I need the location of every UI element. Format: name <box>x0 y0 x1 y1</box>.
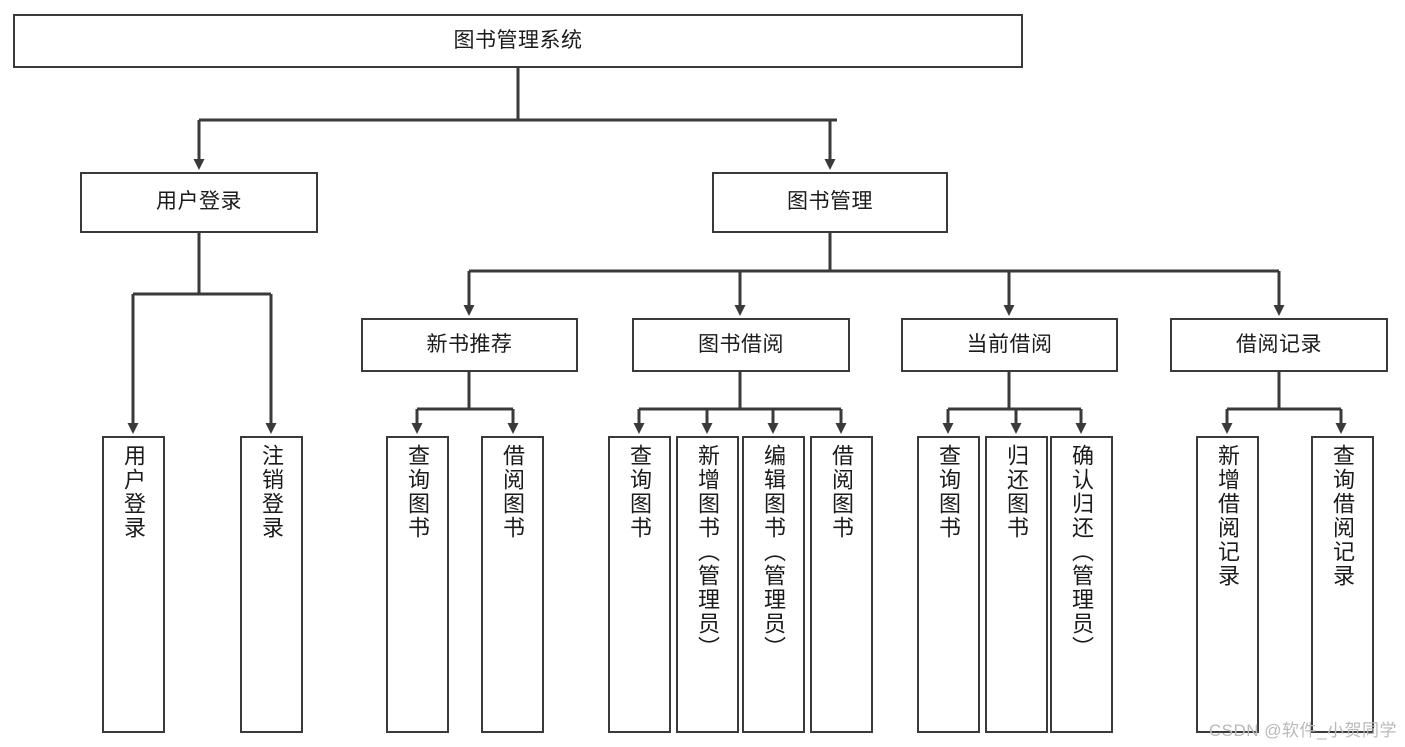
leaf-edit-book-admin-label: 编辑图书（管理员） <box>761 444 787 660</box>
leaf-return-book[interactable]: 归还图书 <box>985 436 1048 733</box>
node-book-borrow[interactable]: 图书借阅 <box>632 318 850 372</box>
leaf-user-login-label: 用户登录 <box>121 444 147 540</box>
node-borrow-record[interactable]: 借阅记录 <box>1170 318 1388 372</box>
leaf-borrow-book-newbook[interactable]: 借阅图书 <box>481 436 544 733</box>
leaf-add-borrow-record[interactable]: 新增借阅记录 <box>1196 436 1259 733</box>
node-new-book-recommend-label: 新书推荐 <box>426 332 513 356</box>
leaf-query-book-current-label: 查询图书 <box>936 444 962 540</box>
leaf-query-book-current[interactable]: 查询图书 <box>917 436 980 733</box>
node-book-management[interactable]: 图书管理 <box>712 172 948 233</box>
watermark: CSDN @软件_小贺同学 <box>1208 721 1397 740</box>
leaf-query-borrow-record[interactable]: 查询借阅记录 <box>1311 436 1374 733</box>
node-user-login-label: 用户登录 <box>156 190 242 214</box>
leaf-borrow-book-newbook-label: 借阅图书 <box>500 444 526 540</box>
node-book-borrow-label: 图书借阅 <box>698 332 784 356</box>
node-borrow-record-label: 借阅记录 <box>1236 332 1322 356</box>
leaf-add-book-admin-label: 新增图书（管理员） <box>695 444 721 660</box>
node-user-login[interactable]: 用户登录 <box>80 172 318 233</box>
node-book-management-label: 图书管理 <box>787 190 873 214</box>
leaf-query-book-borrow-label: 查询图书 <box>627 444 653 540</box>
leaf-return-book-label: 归还图书 <box>1004 444 1030 540</box>
node-current-borrow[interactable]: 当前借阅 <box>901 318 1118 372</box>
node-new-book-recommend[interactable]: 新书推荐 <box>361 318 578 372</box>
leaf-confirm-return-admin-label: 确认归还（管理员） <box>1069 444 1095 660</box>
leaf-add-book-admin[interactable]: 新增图书（管理员） <box>676 436 739 733</box>
node-current-borrow-label: 当前借阅 <box>966 332 1053 356</box>
leaf-user-login[interactable]: 用户登录 <box>102 436 165 733</box>
leaf-logout-label: 注销登录 <box>259 444 285 540</box>
node-root[interactable]: 图书管理系统 <box>13 14 1023 68</box>
leaf-logout[interactable]: 注销登录 <box>240 436 303 733</box>
leaf-edit-book-admin[interactable]: 编辑图书（管理员） <box>742 436 805 733</box>
leaf-borrow-book[interactable]: 借阅图书 <box>810 436 873 733</box>
leaf-query-borrow-record-label: 查询借阅记录 <box>1330 444 1356 588</box>
node-root-label: 图书管理系统 <box>453 28 583 52</box>
leaf-query-book-borrow[interactable]: 查询图书 <box>608 436 671 733</box>
leaf-confirm-return-admin[interactable]: 确认归还（管理员） <box>1050 436 1113 733</box>
leaf-query-book-newbook-label: 查询图书 <box>405 444 431 540</box>
leaf-query-book-newbook[interactable]: 查询图书 <box>386 436 449 733</box>
leaf-add-borrow-record-label: 新增借阅记录 <box>1215 444 1241 588</box>
leaf-borrow-book-label: 借阅图书 <box>829 444 855 540</box>
